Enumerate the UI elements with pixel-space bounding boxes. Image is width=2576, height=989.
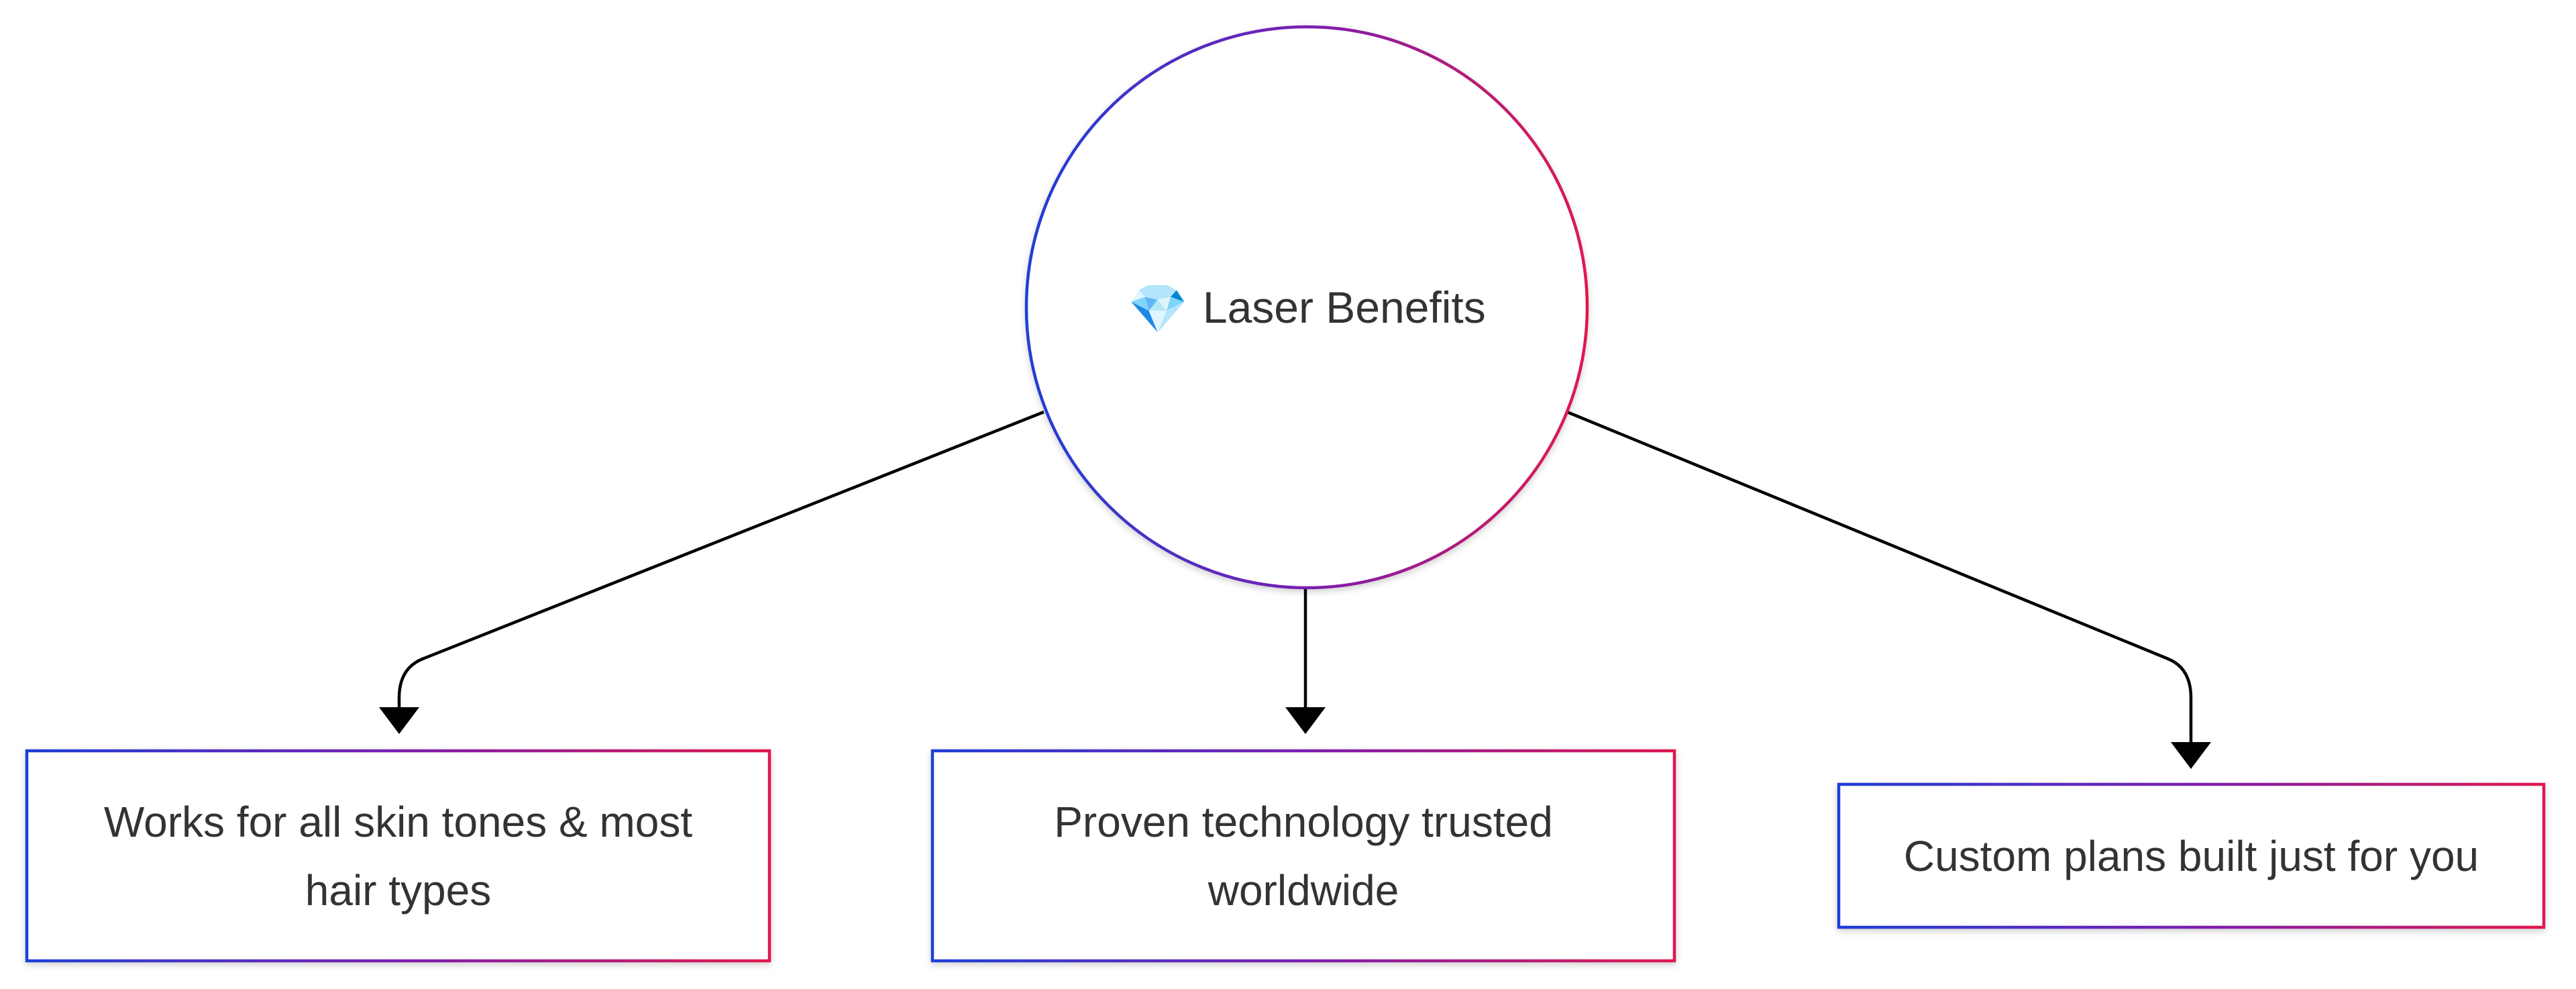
connector-to-benefit-1 — [397, 410, 1044, 711]
center-node-label: 💎 Laser Benefits — [1026, 27, 1587, 588]
gem-icon: 💎 — [1128, 280, 1188, 337]
benefit-box-2 — [930, 749, 1676, 963]
benefit-1-label: Works for all skin tones & most hair typ… — [103, 797, 693, 915]
benefit-3-label: Custom plans built just for you — [1903, 831, 2479, 880]
arrowhead-1 — [379, 707, 419, 734]
connector-to-benefit-3 — [1566, 410, 2193, 746]
arrowhead-3 — [2171, 742, 2211, 769]
benefit-2-label: Proven technology trusted worldwide — [1054, 797, 1553, 915]
benefit-box-3 — [1837, 782, 2546, 929]
center-title: Laser Benefits — [1202, 282, 1486, 332]
benefit-box-1 — [25, 749, 771, 963]
center-node — [1024, 25, 1589, 590]
arrowhead-2 — [1285, 707, 1326, 734]
